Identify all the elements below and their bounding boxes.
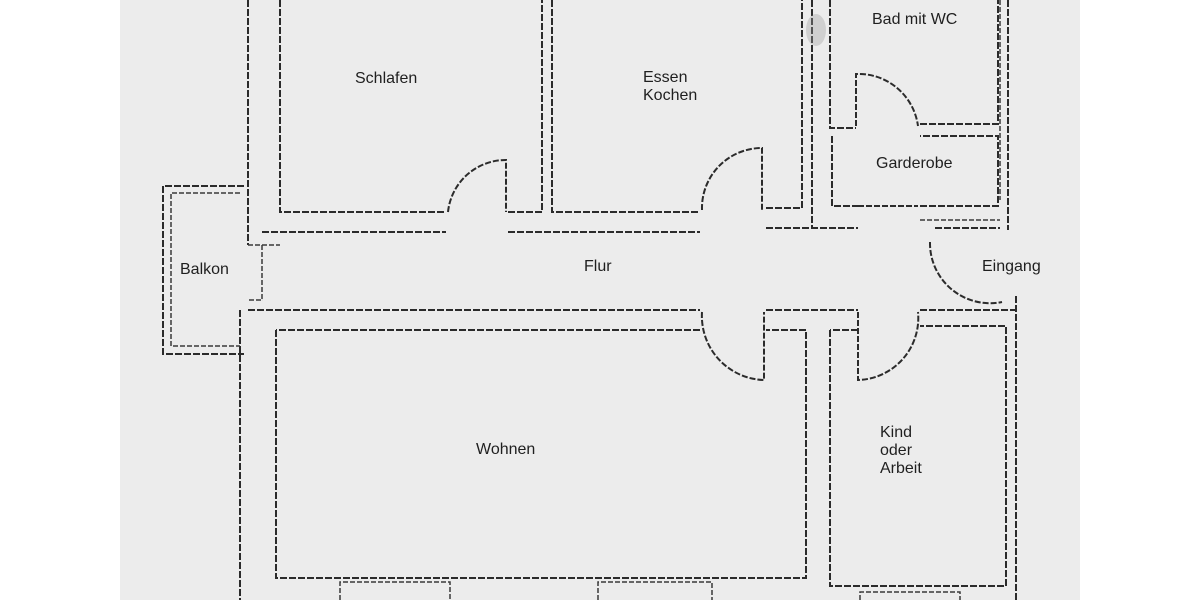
door-eingang	[928, 241, 1003, 305]
wall-garderobe	[831, 135, 999, 207]
room-label-schlafen: Schlafen	[355, 70, 418, 87]
room-label-essen: Essen	[643, 69, 688, 86]
room-label-balkon: Balkon	[180, 261, 229, 278]
wall-bad	[829, 0, 999, 129]
window-bottom-3	[859, 591, 961, 600]
room-label-kochen: Kochen	[643, 87, 698, 104]
wall-essen	[551, 0, 803, 213]
wall-wohnen	[275, 329, 807, 579]
wall-flur-top	[262, 227, 1000, 233]
window-bottom-2	[597, 581, 713, 600]
wall-outer-left	[239, 0, 249, 600]
wall-schlafen	[279, 0, 543, 213]
smudge-mark	[806, 14, 826, 46]
room-label-eingang: Eingang	[982, 258, 1041, 275]
room-label-kind: Kind	[880, 424, 913, 441]
wall-outer-right	[1007, 0, 1017, 600]
door-kind	[857, 311, 920, 382]
room-label-flur: Flur	[584, 258, 612, 275]
door-bad	[855, 72, 919, 127]
balcony-outline	[162, 185, 244, 355]
room-label-bad: Bad mit WC	[872, 11, 958, 28]
balcony-inner	[170, 192, 240, 347]
door-essen	[700, 146, 763, 211]
wall-flur-left-end	[248, 244, 263, 301]
room-label-arbeit: Arbeit	[880, 460, 922, 477]
window-bottom-1	[339, 581, 451, 600]
wall-wohnen-right	[829, 325, 1007, 587]
door-schlafen	[447, 158, 507, 213]
room-label-oder: oder	[880, 442, 913, 459]
door-wohnen	[700, 311, 765, 382]
room-label-wohnen: Wohnen	[476, 441, 536, 458]
room-label-garderobe: Garderobe	[876, 155, 953, 172]
